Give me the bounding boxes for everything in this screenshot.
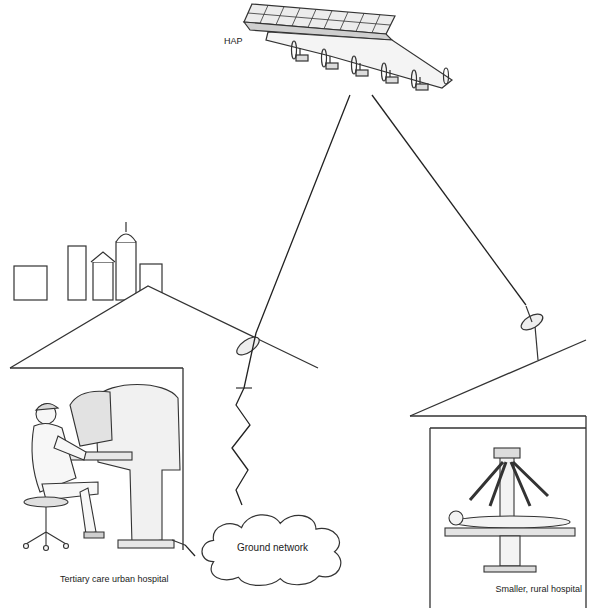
patient-body (454, 516, 570, 528)
roof-outline (10, 286, 318, 368)
propeller (382, 63, 387, 81)
skyline-building (68, 246, 86, 300)
surgeon-console (62, 385, 185, 549)
dish-reflector (234, 334, 262, 359)
console-pedals (118, 540, 174, 548)
surgeon-arm (54, 436, 86, 460)
skyline-building (116, 242, 136, 300)
robot-arm (470, 462, 548, 506)
city-skyline (14, 222, 162, 300)
cloud-shape (202, 515, 341, 586)
table-pedestal (500, 536, 520, 566)
motor-pod (416, 84, 428, 90)
node-label: HAP (224, 36, 243, 47)
propeller (322, 49, 327, 67)
node-label: Smaller, rural hospital (495, 584, 582, 595)
skyline-dome (116, 222, 136, 242)
surgical-robot-room (445, 448, 575, 572)
propeller (412, 70, 417, 88)
propeller (444, 68, 449, 84)
console-viewer (70, 391, 112, 446)
link-line (185, 545, 195, 556)
surgeon-cap (36, 403, 58, 410)
urban-building (10, 286, 318, 550)
motor-pod (356, 70, 368, 76)
propeller (352, 56, 357, 74)
rural-dish (519, 306, 546, 360)
table-base (484, 566, 536, 572)
rural-building (410, 340, 586, 608)
network-cloud: Ground network (195, 505, 350, 590)
console-cable (172, 540, 185, 545)
link-line (372, 95, 526, 305)
wing-beam (266, 32, 452, 88)
robot-head (494, 448, 520, 458)
surgeon-shin (80, 488, 96, 534)
ground-dish (234, 334, 262, 388)
cloud-label: Ground network (237, 542, 308, 554)
motor-pod (386, 77, 398, 83)
hap-aircraft (244, 4, 452, 90)
stool-base (26, 507, 66, 546)
skyline-building (14, 266, 47, 300)
roof-outline (410, 340, 586, 416)
building-wall (10, 368, 183, 550)
skyline-building (93, 262, 113, 300)
link-line (232, 95, 350, 505)
stool-wheel (64, 544, 69, 549)
hap-node: HAP (212, 0, 457, 95)
node-label: Tertiary care urban hospital (60, 574, 169, 585)
patient-head (449, 511, 463, 525)
skyline-roof (91, 252, 115, 262)
surgeon-shoe (84, 532, 104, 538)
roof-eave (410, 416, 586, 428)
motor-pod (326, 63, 338, 69)
surgeon-figure (24, 403, 105, 550)
surgeon-torso (32, 423, 76, 492)
pod-struts (300, 48, 420, 86)
stool-wheel (44, 546, 49, 551)
stool-wheel (24, 544, 29, 549)
hospital-node: Smaller, rural hospital (410, 305, 590, 605)
hospital-node: Tertiary care urban hospital (10, 285, 185, 590)
propeller (292, 41, 297, 59)
dish-feed (526, 306, 532, 322)
dish-pole (535, 326, 538, 360)
operating-table (445, 528, 575, 536)
building-wall (430, 416, 586, 608)
stool-seat (24, 497, 68, 507)
motor-pod (296, 55, 308, 61)
